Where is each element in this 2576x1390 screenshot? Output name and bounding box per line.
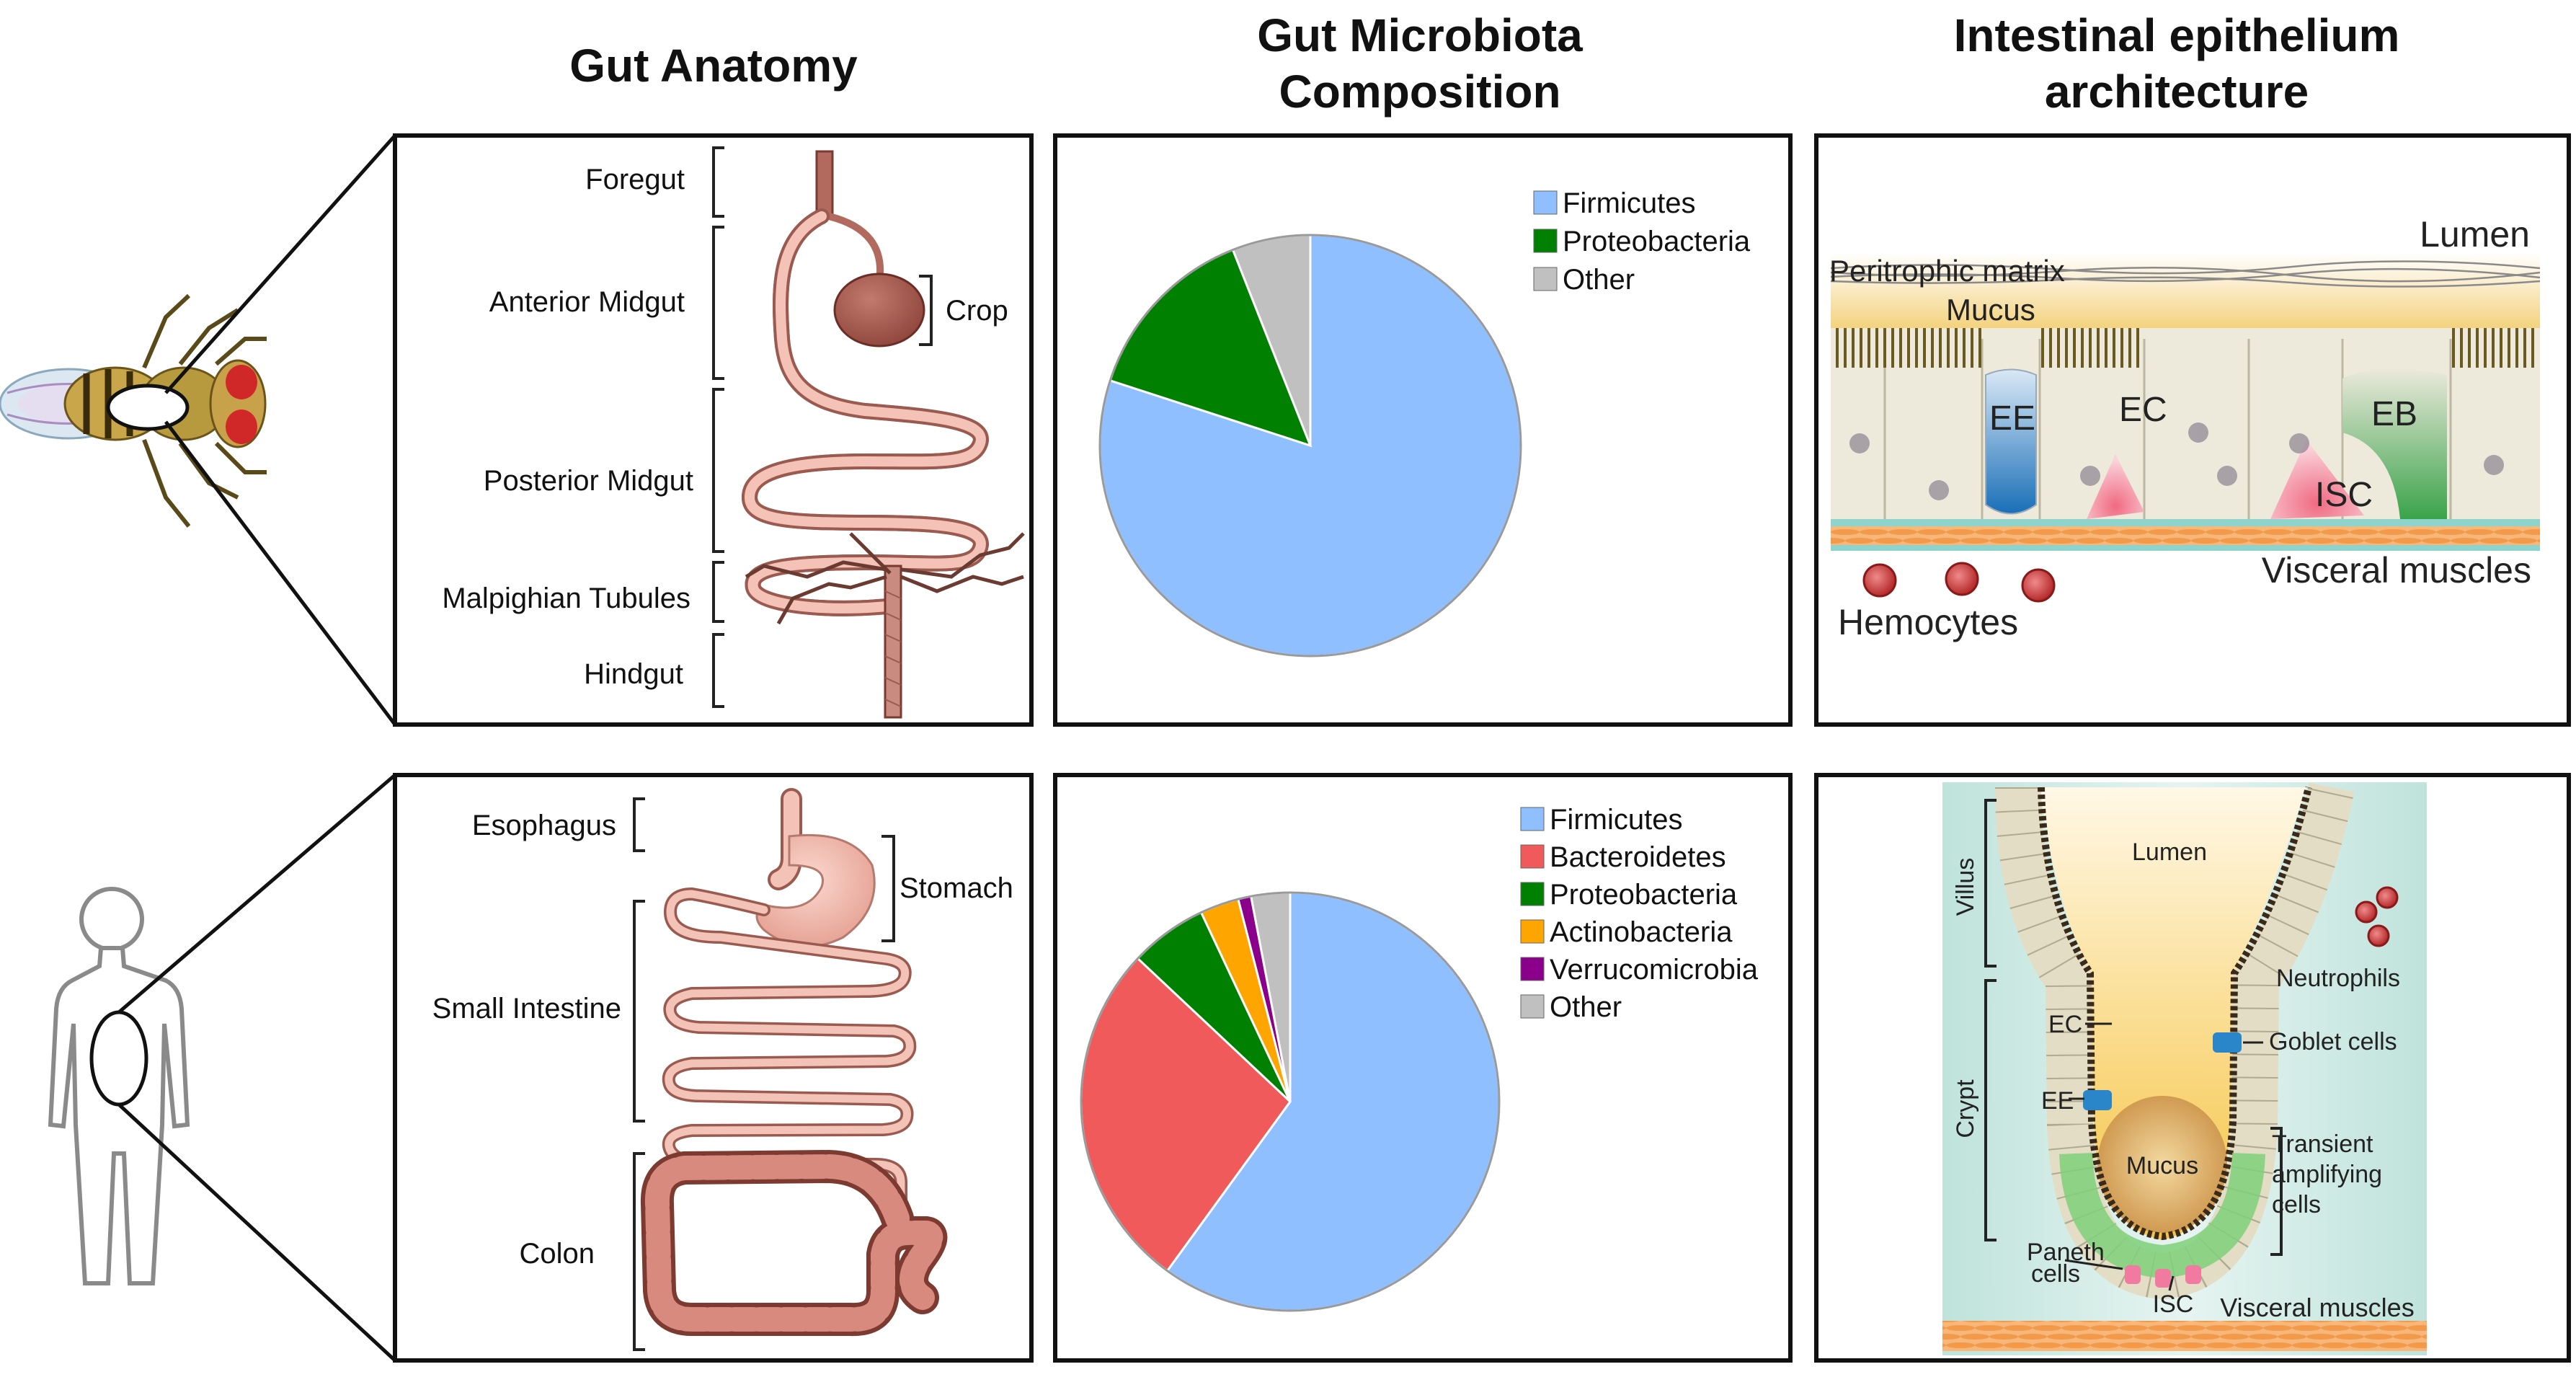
human-anatomy-brackets	[633, 797, 895, 1351]
legend-swatch	[1520, 957, 1545, 981]
zoom-line	[164, 134, 396, 394]
label-transient-1: Transient	[2272, 1130, 2373, 1158]
label-isc-human: ISC	[2153, 1291, 2194, 1318]
title-gut-anatomy: Gut Anatomy	[569, 40, 858, 92]
legend-swatch	[1520, 844, 1545, 869]
label-esophagus: Esophagus	[472, 810, 616, 841]
label-mucus-human: Mucus	[2126, 1152, 2198, 1179]
legend-label: Firmicutes	[1550, 804, 1682, 836]
zoom-line	[117, 1103, 396, 1362]
human-gut-drawing	[640, 788, 948, 1337]
zoom-line	[164, 420, 396, 726]
zoom-line	[117, 774, 396, 1014]
label-stomach: Stomach	[900, 872, 1013, 904]
label-mucus-fly: Mucus	[1946, 293, 2035, 327]
fly-anatomy-brackets	[712, 146, 933, 708]
label-ee-human: EE	[2041, 1087, 2074, 1115]
title-gut-microbiota-line2: Composition	[1279, 66, 1561, 118]
legend-label: Proteobacteria	[1563, 226, 1751, 257]
label-malpighian-tubules: Malpighian Tubules	[442, 583, 690, 614]
title-epithelium: Intestinal epithelium architecture	[1845, 7, 2508, 120]
pie-chart-human	[1080, 891, 1501, 1312]
label-eb-fly: EB	[2371, 395, 2417, 433]
label-hemocytes: Hemocytes	[1838, 602, 2018, 642]
label-transient-3: cells	[2272, 1191, 2321, 1218]
label-hindgut: Hindgut	[584, 658, 683, 690]
pie-outline	[1080, 891, 1501, 1312]
legend-swatch	[1520, 919, 1545, 944]
label-ee-fly: EE	[1989, 399, 2035, 438]
fly-drawing	[0, 293, 267, 528]
human-epithelium-drawing	[1942, 782, 2427, 1355]
panel-fly-anatomy	[393, 133, 1034, 727]
label-crop: Crop	[946, 295, 1008, 327]
legend-swatch	[1533, 190, 1558, 215]
legend-label: Other	[1563, 264, 1635, 296]
title-epithelium-line2: architecture	[2044, 66, 2309, 118]
label-anterior-midgut: Anterior Midgut	[489, 286, 685, 318]
legend-swatch	[1533, 229, 1558, 253]
legend-swatch	[1520, 882, 1545, 906]
label-peritrophic-matrix: Peritrophic matrix	[1829, 254, 2065, 288]
title-gut-microbiota: Gut Microbiota Composition	[1124, 7, 1715, 120]
label-colon: Colon	[519, 1238, 595, 1270]
human-silhouette	[48, 887, 190, 1285]
legend-label: Proteobacteria	[1550, 879, 1738, 911]
label-paneth-1: Paneth	[2027, 1239, 2105, 1266]
panel-fly-epithelium	[1814, 133, 2571, 727]
panel-human-epithelium	[1814, 773, 2571, 1363]
legend-label: Actinobacteria	[1550, 916, 1733, 948]
title-epithelium-line1: Intestinal epithelium	[1953, 9, 2400, 61]
label-isc-fly: ISC	[2315, 476, 2373, 514]
label-lumen-fly: Lumen	[2420, 214, 2530, 254]
fly-gut-drawing	[741, 150, 1025, 719]
label-transient-2: amplifying	[2272, 1161, 2382, 1188]
legend-label: Verrucomicrobia	[1550, 954, 1759, 986]
label-visceral-muscles-human: Visceral muscles	[2220, 1293, 2414, 1322]
pie-outline	[1098, 234, 1522, 658]
panel-human-microbiota	[1053, 773, 1793, 1363]
label-foregut: Foregut	[585, 164, 685, 195]
label-posterior-midgut: Posterior Midgut	[484, 465, 693, 497]
legend-label: Firmicutes	[1563, 187, 1695, 219]
label-crypt: Crypt	[1952, 1079, 1979, 1138]
fly-epithelium-drawing	[1830, 216, 2541, 649]
label-paneth-2: cells	[2031, 1260, 2080, 1288]
label-visceral-muscles-fly: Visceral muscles	[2262, 550, 2531, 590]
panel-fly-microbiota	[1053, 133, 1793, 727]
pie-chart-fly	[1098, 234, 1522, 658]
label-small-intestine: Small Intestine	[432, 993, 621, 1024]
panel-human-anatomy	[393, 773, 1034, 1363]
label-lumen-human: Lumen	[2132, 838, 2207, 866]
label-neutrophils: Neutrophils	[2276, 965, 2400, 992]
label-ec-fly: EC	[2119, 391, 2167, 429]
legend-swatch	[1520, 994, 1545, 1019]
label-villus: Villus	[1952, 858, 1979, 916]
legend-human: FirmicutesBacteroidetesProteobacteriaAct…	[1520, 804, 1759, 1023]
title-gut-microbiota-line1: Gut Microbiota	[1257, 9, 1583, 61]
legend-label: Bacteroidetes	[1550, 841, 1726, 873]
legend-swatch	[1520, 807, 1545, 831]
label-ec-human: EC	[2048, 1011, 2082, 1038]
label-goblet-cells: Goblet cells	[2269, 1028, 2397, 1055]
legend-swatch	[1533, 267, 1558, 291]
legend-label: Other	[1550, 991, 1622, 1023]
